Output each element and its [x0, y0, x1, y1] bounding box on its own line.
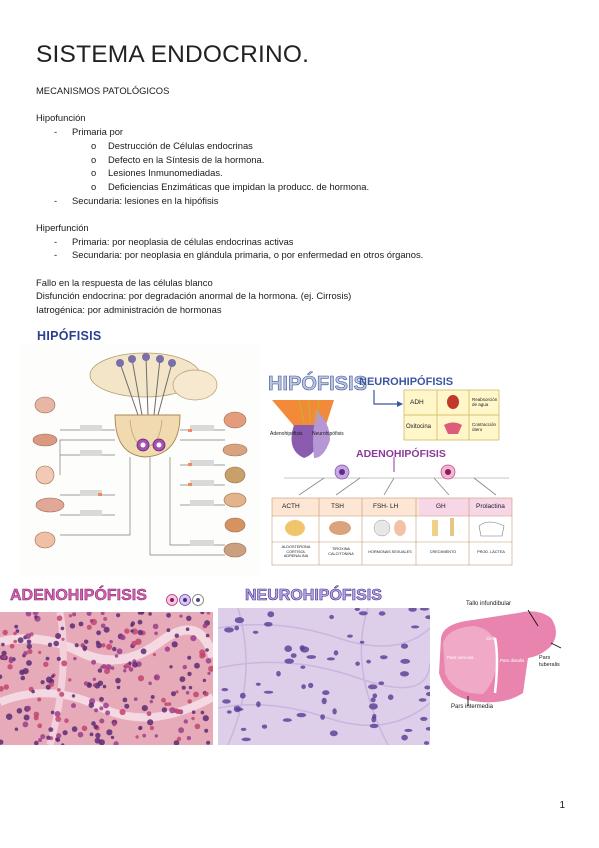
bullet-o: o [91, 154, 97, 165]
label-adeno: Adenohipófisis [270, 431, 303, 437]
bullet-o: o [91, 167, 97, 178]
pars-intermedia-label: Pars intermedia [451, 704, 494, 710]
oxi-effect: Contracción útero [472, 422, 497, 433]
hipofisis-diagram [20, 345, 260, 575]
bullet-dash: - [54, 236, 58, 247]
list-item: Defecto en la Síntesis de la hormona. [108, 154, 265, 165]
neuro-title: NEUROHIPÓFISIS [245, 587, 383, 605]
adh-effect: Reabsorción de agua [472, 397, 498, 408]
adeno-histology-image [0, 612, 213, 745]
section-heading: MECANISMOS PATOLÓGICOS [36, 85, 170, 96]
label-neuro: Neurohipófisis [312, 431, 344, 437]
tallo-label: Tallo infundibular [466, 601, 512, 607]
primaria-label: Primaria por [72, 126, 124, 137]
neuro-histology-image [218, 608, 430, 745]
effect-gh: CRECIMIENTO [429, 550, 457, 554]
page-number: 1 [559, 800, 565, 811]
paragraph-line: Disfunción endocrina: por degradación an… [36, 290, 352, 301]
hipofisis-title: HIPÓFISIS [37, 329, 102, 343]
bullet-dash: - [54, 249, 58, 260]
hormone-tsh: TSH [331, 503, 344, 510]
effect-acth: ALDOSTERONA CORTISOL ADRENALINA [281, 545, 311, 559]
paragraph-line: Iatrogénica: por administración de hormo… [36, 304, 222, 315]
bullet-o: o [91, 140, 97, 151]
cleft-label: Cleft [486, 636, 496, 641]
hormone-prolactina: Prolactina [476, 503, 505, 510]
neuro-heading: NEUROHIPÓFISIS [359, 376, 454, 388]
bullet-dash: - [54, 126, 58, 137]
pituitary-section-image: Tallo infundibular Pars tuberalis Pars i… [433, 598, 563, 718]
list-item: Destrucción de Células endocrinas [108, 140, 253, 151]
adeno-heading: ADENOHIPÓFISIS [356, 448, 446, 460]
hormone-acth: ACTH [282, 503, 300, 510]
list-item: Deficiencias Enzimáticas que impidan la … [108, 181, 370, 192]
adeno-title: ADENOHIPÓFISIS [10, 587, 147, 605]
pars-distalis-label: Pars distalis [500, 658, 525, 663]
hipofuncion-heading: Hipofunción [36, 112, 86, 123]
page-title: SISTEMA ENDOCRINO. [36, 41, 310, 68]
list-item: Lesiones Inmunomediadas. [108, 167, 223, 178]
bullet-dash: - [54, 195, 58, 206]
pars-nervosa-label: Pars nervosa [447, 655, 474, 660]
pars-tuberalis-label: Pars tuberalis [539, 655, 560, 668]
hormone-fsh-lh: FSH- LH [373, 503, 399, 510]
bullet-o: o [91, 181, 97, 192]
secundaria-label: Secundaria: lesiones en la hipófisis [72, 195, 219, 206]
list-item: Primaria: por neoplasia de células endoc… [72, 236, 294, 247]
paragraph-line: Fallo en la respuesta de las células bla… [36, 277, 213, 288]
effect-prolactina: PROD. LÁCTEA [477, 550, 505, 554]
hormone-gh: GH [436, 503, 446, 510]
adh-label: ADH [410, 399, 424, 406]
diagram-title: HIPÓFISIS [268, 373, 368, 396]
cells-icon [166, 594, 204, 606]
list-item: Secundaria: por neoplasia en glándula pr… [72, 249, 424, 260]
oxitocina-label: Oxitocina [406, 424, 432, 430]
hiperfuncion-heading: Hiperfunción [36, 222, 89, 233]
effect-fsh: HORMONAS SEXUALES [368, 550, 412, 554]
effect-tsh: TIROXINA CALCITONINA [328, 547, 354, 556]
hipofisis-hormones-diagram: HIPÓFISIS NEUROHIPÓFISIS ADENOHIPÓFISIS [264, 360, 519, 570]
